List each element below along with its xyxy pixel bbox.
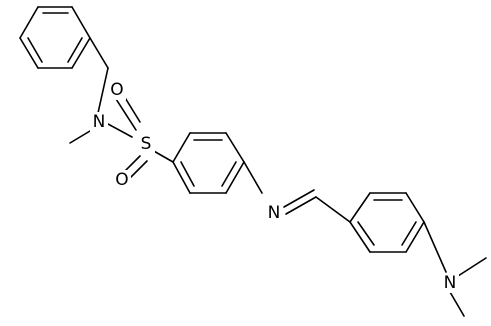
dimethylaminophenyl-ring [349, 192, 425, 253]
imine-linker-bonds [243, 161, 351, 223]
sulfonyl-oxygen-bottom-label: O [115, 170, 128, 190]
sulfonyl-bonds [115, 95, 174, 178]
imine-nitrogen-label: N [268, 203, 281, 223]
sulfonyl-oxygen-top-label: O [110, 80, 123, 100]
benzyl-phenyl-ring [19, 6, 91, 69]
benzyl-methylene-bonds [69, 37, 133, 144]
central-benzene-ring [172, 132, 245, 194]
sulfur-label: S [141, 134, 152, 154]
atom-labels: N S O O N N [90, 80, 459, 293]
sulfonamide-nitrogen-label: N [93, 112, 106, 132]
dimethylamino-nitrogen-label: N [444, 273, 457, 293]
dimethylamino-bonds [423, 221, 487, 317]
